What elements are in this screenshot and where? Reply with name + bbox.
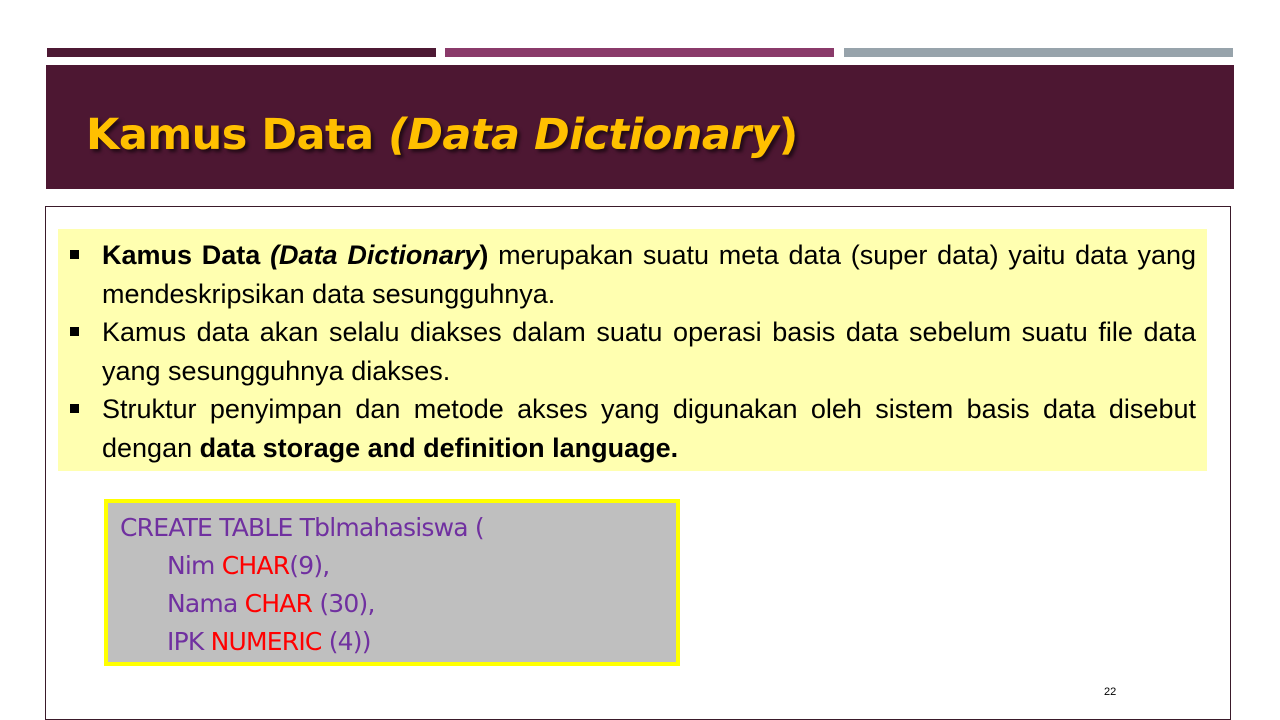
bullet-1-bold-close: ) bbox=[479, 240, 489, 270]
top-stripe-magenta bbox=[445, 48, 834, 57]
code-column-name: Nim bbox=[167, 551, 222, 580]
code-column-name: IPK bbox=[167, 627, 211, 656]
code-line-1: CREATE TABLE Tblmahasiswa ( bbox=[120, 509, 485, 547]
definition-panel bbox=[58, 229, 1207, 471]
code-create-statement: CREATE TABLE Tblmahasiswa ( bbox=[120, 513, 485, 542]
code-column-size: (9), bbox=[289, 551, 330, 580]
bullet-item-1: Kamus Data (Data Dictionary) merupakan s… bbox=[70, 236, 1196, 313]
title-main: Kamus Data bbox=[86, 110, 389, 160]
title-italic: (Data Dictionary bbox=[388, 110, 779, 160]
top-stripe-dark bbox=[47, 48, 436, 57]
bullet-3-bold: data storage and definition language. bbox=[199, 432, 679, 463]
code-line-2: Nim CHAR(9), bbox=[167, 547, 330, 585]
square-bullet-icon bbox=[70, 327, 79, 336]
bullet-list: Kamus Data (Data Dictionary) merupakan s… bbox=[70, 236, 1196, 467]
bullet-1-bold-italic: (Data Dictionary bbox=[270, 240, 480, 270]
bullet-item-3: Struktur penyimpan dan metode akses yang… bbox=[70, 390, 1196, 467]
code-line-4: IPK NUMERIC (4)) bbox=[167, 623, 371, 661]
bullet-1-bold: Kamus Data bbox=[102, 240, 271, 270]
code-column-type: CHAR bbox=[221, 551, 290, 580]
bullet-1-text: merupakan suatu meta data (super data) y… bbox=[102, 240, 1196, 309]
title-close: ) bbox=[778, 110, 799, 160]
top-stripe-gray bbox=[844, 48, 1233, 57]
code-line-3: Nama CHAR (30), bbox=[167, 585, 375, 623]
code-column-size: (30), bbox=[312, 589, 375, 618]
square-bullet-icon bbox=[70, 250, 79, 259]
bullet-3-text: Struktur penyimpan dan metode akses yang… bbox=[102, 394, 1196, 463]
slide-title: Kamus Data (Data Dictionary) bbox=[86, 109, 798, 161]
sql-code-box: CREATE TABLE Tblmahasiswa ( Nim CHAR(9),… bbox=[104, 499, 680, 666]
code-column-type: NUMERIC bbox=[210, 627, 323, 656]
title-bar: Kamus Data (Data Dictionary) bbox=[46, 65, 1234, 189]
bullet-item-2: Kamus data akan selalu diakses dalam sua… bbox=[70, 313, 1196, 390]
code-column-name: Nama bbox=[167, 589, 245, 618]
code-column-size: (4)) bbox=[321, 627, 372, 656]
bullet-2-text: Kamus data akan selalu diakses dalam sua… bbox=[102, 317, 1196, 386]
square-bullet-icon bbox=[70, 404, 79, 413]
page-number: 22 bbox=[1104, 686, 1117, 698]
code-column-type: CHAR bbox=[244, 589, 313, 618]
